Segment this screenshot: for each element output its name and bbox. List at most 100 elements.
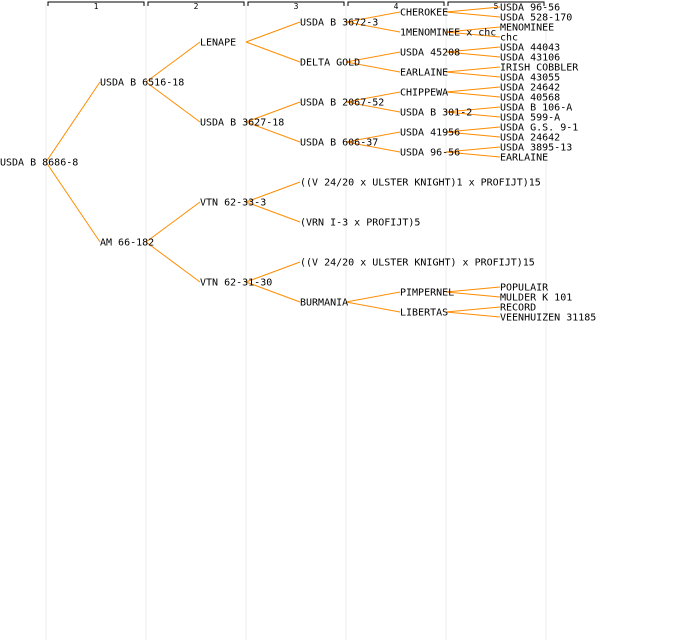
ancestor-node-label: USDA B 3627-18: [200, 118, 284, 129]
ancestor-node-label: IRISH COBBLER: [500, 63, 579, 74]
ancestor-node-label: (VRN I-3 x PROFIJT)5: [300, 218, 420, 229]
pedigree-edge: [445, 86, 501, 93]
ancestor-node-label: MENOMINEE: [500, 23, 554, 34]
ancestor-node-label: USDA B 106-A: [500, 103, 572, 114]
pedigree-edge: [445, 111, 501, 118]
pedigree-edge: [345, 51, 401, 63]
pedigree-edge: [245, 201, 301, 223]
ancestor-node-label: 1MENOMINEE x chc: [400, 28, 496, 39]
ancestor-node-label: chc: [500, 33, 518, 44]
pedigree-edge: [245, 121, 301, 143]
pedigree-edge: [345, 21, 401, 33]
ancestor-node-label: USDA 96-56: [500, 3, 560, 14]
ancestor-node-label: EARLAINE: [500, 153, 548, 164]
ancestor-node-label: USDA B 606-37: [300, 138, 378, 149]
pedigree-edge: [345, 291, 401, 303]
generation-bracket: [247, 1, 345, 6]
ancestor-node-label: MULDER K 101: [500, 293, 572, 304]
pedigree-edge: [445, 106, 501, 113]
ancestor-node-label: USDA G.S. 9-1: [500, 123, 578, 134]
ancestor-node-label: USDA 44043: [500, 43, 560, 54]
generation-number: 4: [394, 2, 399, 11]
pedigree-edge: [445, 291, 501, 298]
pedigree-edge: [145, 81, 201, 123]
pedigree-edge: [245, 101, 301, 123]
ancestor-node-label: USDA B 2067-52: [300, 98, 384, 109]
pedigree-edge: [345, 61, 401, 73]
generation-bracket: [447, 1, 545, 6]
pedigree-edge: [45, 161, 101, 243]
generation-bracket: [147, 1, 245, 6]
root-node-label: USDA B 8686-8: [0, 158, 78, 169]
pedigree-edge: [445, 311, 501, 318]
generation-columns: 1 2 3 4 5: [45, 1, 547, 640]
ancestor-node-label: USDA 43106: [500, 53, 560, 64]
tree-labels: USDA B 8686-8 USDA B 6516-18 LENAPE USDA B …: [0, 3, 596, 324]
pedigree-edge: [445, 151, 501, 158]
pedigree-edge: [445, 6, 501, 13]
pedigree-edge: [445, 26, 501, 33]
pedigree-edge: [145, 201, 201, 243]
ancestor-node-label: LENAPE: [200, 38, 236, 49]
pedigree-edge: [345, 101, 401, 113]
ancestor-node-label: USDA 24642: [500, 133, 560, 144]
pedigree-edge: [245, 181, 301, 203]
pedigree-edge: [45, 81, 101, 163]
generation-bracket: [47, 1, 145, 6]
pedigree-edge: [445, 51, 501, 58]
generation-bracket: [347, 1, 445, 6]
ancestor-node-label: VEENHUIZEN 31185: [500, 313, 596, 324]
ancestor-node-label: ((V 24/20 x ULSTER KNIGHT) x PROFIJT)15: [300, 258, 535, 269]
pedigree-edge: [445, 146, 501, 153]
generation-number: 3: [294, 2, 299, 11]
pedigree-edge: [345, 301, 401, 313]
pedigree-edge: [445, 71, 501, 78]
pedigree-edge: [445, 11, 501, 18]
pedigree-edge: [345, 91, 401, 103]
ancestor-node-label: POPULAIR: [500, 283, 549, 294]
pedigree-edge: [445, 66, 501, 73]
pedigree-edge: [245, 21, 301, 43]
ancestor-node-label: USDA 599-A: [500, 113, 560, 124]
ancestor-node-label: BURMANIA: [300, 298, 348, 309]
generation-number: 2: [194, 2, 199, 11]
pedigree-edge: [245, 261, 301, 283]
ancestor-node-label: RECORD: [500, 303, 536, 314]
ancestor-node-label: CHIPPEWA: [400, 88, 448, 99]
ancestor-node-label: USDA 3895-13: [500, 143, 572, 154]
pedigree-edge: [445, 126, 501, 133]
ancestor-node-label: VTN 62-31-30: [200, 278, 272, 289]
ancestor-node-label: USDA B 301-2: [400, 108, 472, 119]
ancestor-node-label: USDA 96-56: [400, 148, 460, 159]
tree-edges: [45, 6, 501, 318]
ancestor-node-label: USDA B 3672-3: [300, 18, 378, 29]
ancestor-node-label: CHEROKEE: [400, 8, 448, 19]
pedigree-edge: [345, 131, 401, 143]
generation-number: 5: [494, 2, 499, 11]
ancestor-node-label: PIMPERNEL: [400, 288, 454, 299]
ancestor-node-label: VTN 62-33-3: [200, 198, 266, 209]
pedigree-edge: [145, 41, 201, 83]
ancestor-node-label: USDA 45208: [400, 48, 460, 59]
pedigree-edge: [445, 46, 501, 53]
pedigree-edge: [345, 141, 401, 153]
pedigree-edge: [445, 91, 501, 98]
ancestor-node-label: AM 66-182: [100, 238, 154, 249]
ancestor-node-label: USDA 40568: [500, 93, 560, 104]
pedigree-edge: [245, 41, 301, 63]
pedigree-edge: [445, 31, 501, 38]
ancestor-node-label: USDA 43055: [500, 73, 560, 84]
pedigree-edge: [245, 281, 301, 303]
ancestor-node-label: USDA B 6516-18: [100, 78, 184, 89]
pedigree-edge: [445, 306, 501, 313]
pedigree-edge: [345, 11, 401, 23]
ancestor-node-label: LIBERTAS: [400, 308, 448, 319]
ancestor-node-label: USDA 41956: [400, 128, 460, 139]
ancestor-node-label: EARLAINE: [400, 68, 448, 79]
pedigree-edge: [445, 131, 501, 138]
generation-number: 1: [94, 2, 99, 11]
pedigree-edge: [145, 241, 201, 283]
pedigree-edge: [445, 286, 501, 293]
